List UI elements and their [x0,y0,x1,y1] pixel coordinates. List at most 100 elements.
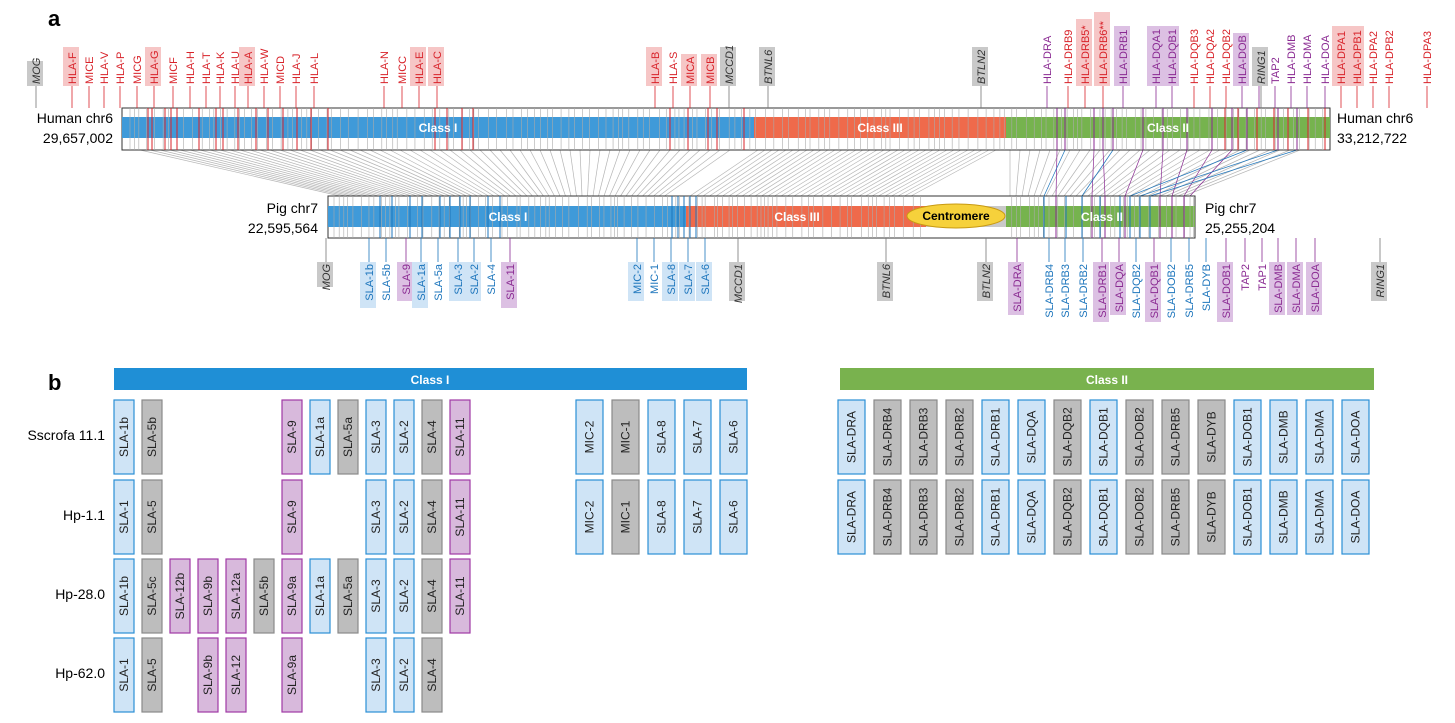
human-gene-name: HLA-DRB5* [1080,25,1092,84]
homology-line [615,150,640,196]
homology-line [400,150,483,196]
panel-a-label: a [48,6,61,31]
human-gene-label: HLA-K [215,51,227,84]
pig-gene-labels: MOGSLA-1bSLA-5bSLA-9SLA-1aSLA-5aSLA-3SLA… [317,238,1387,322]
human-gene-name: HLA-DPA2 [1368,31,1380,84]
human-gene-label: HLA-L [309,53,321,84]
pig-gene-label: SLA-DQB2 [1131,264,1143,318]
pig-gene-label: SLA-DRB4 [1044,264,1056,318]
human-gene-name: HLA-W [259,48,271,84]
homology-line [300,150,428,196]
gene-box: SLA-DQB1 [1090,480,1117,554]
human-gene-label: HLA-DMB [1286,34,1298,84]
human-gene-name: TAP2 [1270,57,1282,84]
gene-box-label: MIC-2 [583,420,597,453]
gene-box-label: SLA-1a [313,576,327,616]
homology-line [150,150,346,196]
gene-box: SLA-DRB4 [874,400,901,474]
pig-gene-label: SLA-DRB3 [1060,264,1072,318]
pig-gene-label: SLA-9 [397,262,413,301]
pig-chr-start: 22,595,564 [248,220,318,236]
human-gene-name: MICG [132,55,144,84]
homology-line [749,150,822,196]
human-chr-name-right: Human chr6 [1337,110,1413,126]
human-gene-name: BTNL6 [763,49,775,84]
homology-line [654,150,711,196]
human-gene-label: MCCD1 [720,45,736,86]
pig-gene-name: SLA-9 [401,264,413,295]
gene-box-label: SLA-8 [655,500,669,534]
gene-box: SLA-9a [282,559,302,633]
gene-box: SLA-DRB1 [982,480,1009,554]
human-gene-name: HLA-DPB1 [1352,30,1364,84]
gene-box: SLA-3 [366,559,386,633]
pig-gene-label: SLA-2 [465,262,481,301]
homology-line [520,150,549,196]
human-gene-labels: MOGHLA-FMICEHLA-VHLA-PMICGHLA-GMICFHLA-H… [27,12,1434,108]
pig-gene-name: SLA-7 [683,264,695,295]
gene-box: SLA-9 [282,480,302,554]
homology-line [1064,150,1100,196]
pig-gene-name: SLA-DRB1 [1097,264,1109,318]
gene-box: SLA-5 [142,638,162,712]
human-gene-name: HLA-C [432,51,444,84]
human-gene-label: TAP2 [1270,57,1282,84]
homology-line [892,150,976,196]
gene-box-label: SLA-5 [145,500,159,534]
gene-box: SLA-5c [142,559,162,633]
homology-line [280,150,417,196]
gene-box-label: SLA-2 [397,579,411,613]
homology-line [1142,150,1230,196]
pig-gene-label: SLA-DYB [1201,264,1213,311]
pig-gene-name: SLA-DQB2 [1131,264,1143,318]
gene-box: SLA-DOA [1342,480,1369,554]
homology-line [210,150,379,196]
human-gene-label: MICD [275,56,287,84]
gene-box: SLA-9b [198,638,218,712]
pig-gene-name: TAP1 [1257,264,1269,291]
gene-box: SLA-DRB1 [982,400,1009,474]
homology-line [879,150,962,196]
human-gene-name: HLA-DQB3 [1189,29,1201,84]
gene-box: SLA-DQA [1018,480,1045,554]
homology-lines [140,150,1300,196]
homology-line [220,150,384,196]
human-gene-label: RING1 [1252,47,1268,86]
human-gene-name: HLA-P [115,52,127,84]
human-gene-label: HLA-F [63,47,79,86]
homology-line [1058,150,1090,196]
gene-box-label: SLA-8 [655,420,669,454]
human-gene-name: HLA-DQA1 [1151,29,1163,84]
human-gene-name: HLA-L [309,53,321,84]
gene-box: SLA-4 [422,638,442,712]
human-gene-label: MICB [701,54,717,86]
homology-line [1034,150,1050,196]
human-gene-label: MICG [132,55,144,84]
gene-box-label: SLA-DMB [1277,410,1291,463]
homology-line [1150,150,1297,196]
pig-gene-label: SLA-7 [679,262,695,301]
homology-line [643,150,691,196]
gene-box: SLA-DQB2 [1054,480,1081,554]
gene-box: SLA-5b [142,400,162,474]
homology-line [723,150,794,196]
homology-line [604,150,620,196]
haplotype-row: Hp-1.1SLA-1SLA-5SLA-9SLA-3SLA-2SLA-4SLA-… [63,480,1369,554]
gene-box: SLA-12 [226,638,246,712]
gene-box-label: SLA-DRA [845,491,859,543]
gene-box-label: SLA-DRB1 [989,487,1003,546]
gene-box-label: SLA-DRA [845,411,859,463]
gene-box-label: SLA-2 [397,420,411,454]
homology-line [450,150,511,196]
homology-line [736,150,808,196]
haplotype-name: Hp-1.1 [63,507,105,523]
homology-line [610,150,631,196]
gene-box: SLA-1a [310,400,330,474]
pig-gene-name: SLA-DOB1 [1221,264,1233,318]
gene-box-label: SLA-4 [425,658,439,692]
pig-gene-label: SLA-DQA [1110,262,1126,315]
gene-box: SLA-DQA [1018,400,1045,474]
gene-box: SLA-DRB3 [910,400,937,474]
haplotype-name: Hp-28.0 [55,586,105,602]
homology-line [659,150,720,196]
